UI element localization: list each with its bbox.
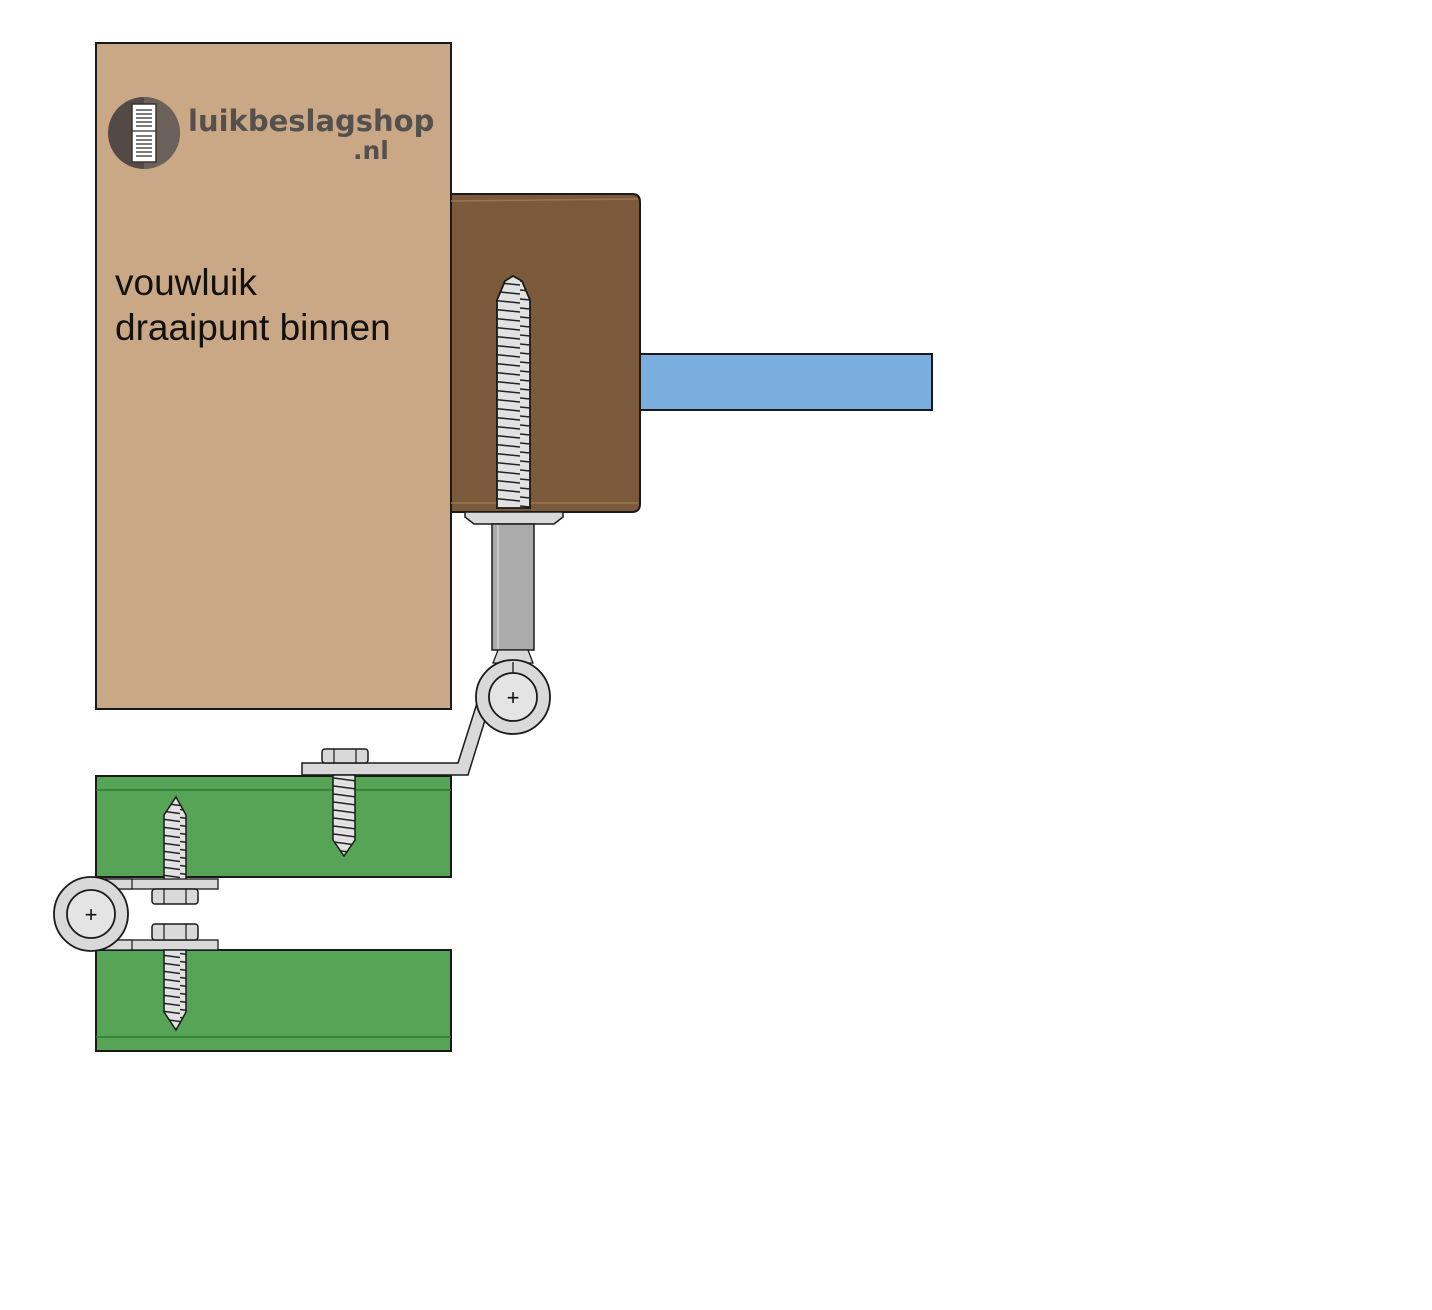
label-line-2: draaipunt binnen	[115, 307, 391, 348]
hex-bolt-icon	[321, 748, 369, 858]
brand-tld: .nl	[353, 136, 389, 165]
shutter-panel-lower	[95, 949, 452, 1052]
pivot-lower: +	[53, 876, 133, 952]
pivot-upper-symbol: +	[507, 685, 520, 710]
label-line-1: vouwluik	[115, 262, 257, 303]
brand-name: luikbeslagshop	[188, 104, 434, 138]
screw-panel-upper	[163, 795, 187, 889]
pivot-plus-icon: +	[475, 649, 551, 735]
shutter-panel-upper	[95, 775, 452, 878]
screw-panel-lower	[163, 949, 187, 1032]
screw-icon	[496, 274, 531, 509]
window-glass	[635, 353, 933, 411]
hinge-pin	[464, 511, 564, 651]
hinge-strap-lower	[91, 878, 219, 951]
window-frame	[450, 193, 641, 513]
pivot-lower-symbol: +	[85, 902, 98, 927]
brand-logo: luikbeslagshop .nl	[108, 97, 434, 169]
